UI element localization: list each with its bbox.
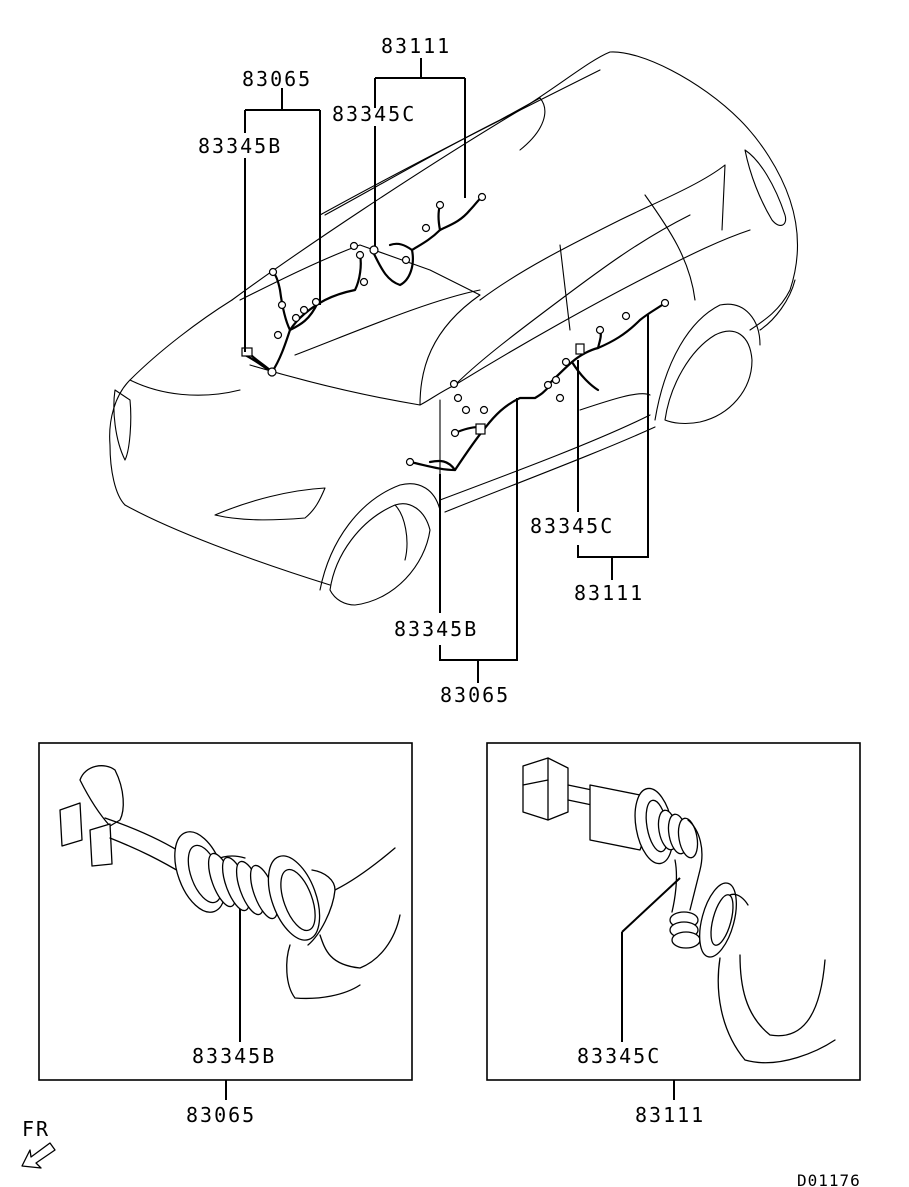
label-detail-group-83111: 83111 [635, 1103, 705, 1127]
vehicle-outline [109, 51, 799, 606]
label-side-member-83345b: 83345B [394, 617, 478, 641]
label-side-member-83345c: 83345C [530, 514, 614, 538]
label-detail-part-83345c: 83345C [577, 1044, 661, 1068]
harness-front-door [405, 379, 552, 472]
label-top-member-83345c: 83345C [332, 102, 416, 126]
front-direction-indicator: FR [21, 1117, 56, 1169]
grommet-b-illustration [59, 765, 401, 1000]
front-direction-arrow-icon [21, 1142, 56, 1169]
label-side-group-83111: 83111 [574, 581, 644, 605]
label-detail-part-83345b: 83345B [192, 1044, 276, 1068]
diagram-code: D01176 [797, 1171, 861, 1187]
detail-box-right [486, 742, 861, 1081]
leader-lines [225, 58, 681, 1100]
label-left-group-83065: 83065 [242, 67, 312, 91]
label-left-member-83345b: 83345B [198, 134, 282, 158]
harness-top-right [349, 192, 487, 287]
grommet-c-illustration [522, 757, 836, 1064]
direction-label: FR [22, 1117, 50, 1141]
harness-front-left [241, 250, 369, 377]
label-top-group-83111: 83111 [381, 34, 451, 58]
label-detail-group-83065: 83065 [186, 1103, 256, 1127]
harness-rear-door [543, 298, 670, 403]
detail-box-left [38, 742, 413, 1081]
label-side-group-83065: 83065 [440, 683, 510, 707]
